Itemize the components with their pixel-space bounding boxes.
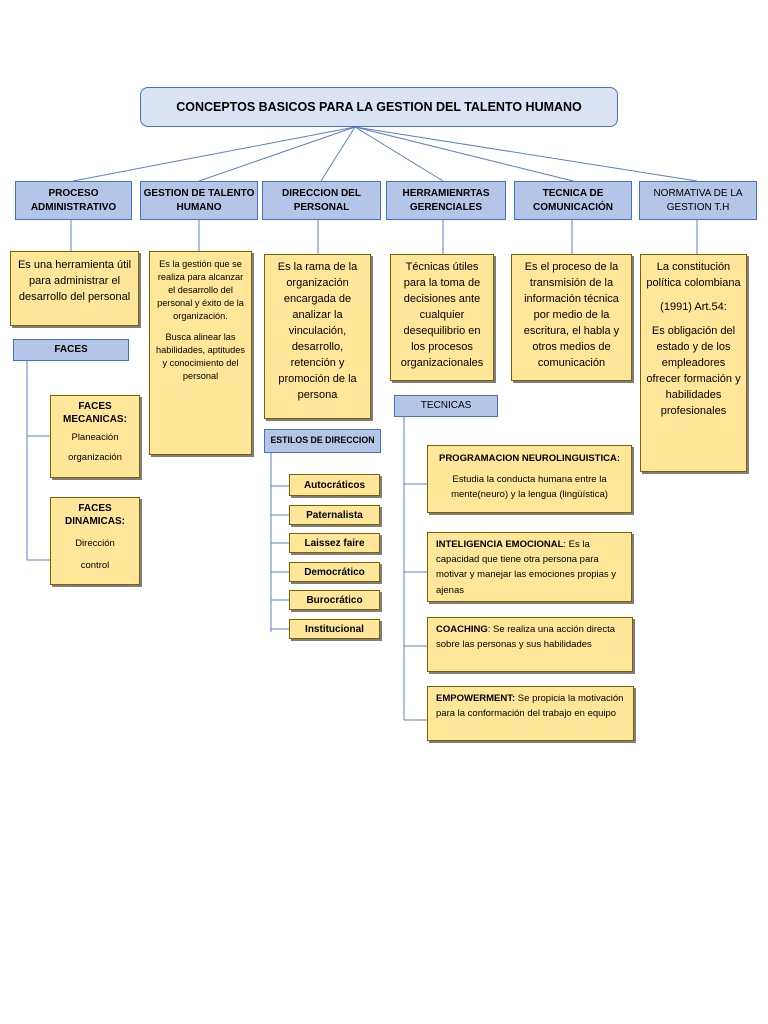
definition-normativa: La constitución política colombiana (199… — [640, 254, 747, 472]
tecnica-empowerment: EMPOWERMENT: Se propicia la motivación p… — [427, 686, 634, 741]
faces-dinamicas-title: FACES DINAMICAS: — [65, 503, 125, 527]
tecnica-inteligencia-emocional: INTELIGENCIA EMOCIONAL: Es la capacidad … — [427, 532, 632, 602]
faces-mecanicas-item: Planeación — [71, 432, 119, 443]
definition-direccion: Es la rama de la organización encargada … — [264, 254, 371, 419]
tecnica-desc: Se propicia la motivación para la confor… — [436, 693, 624, 720]
header-gestion-talento-humano: GESTION DE TALENTO HUMANO — [140, 181, 258, 220]
estilos-label: ESTILOS DE DIRECCION — [264, 429, 381, 453]
normativa-p3: Es obligación del estado y de los emplea… — [646, 324, 741, 417]
faces-mecanicas-item: organización — [68, 452, 122, 464]
tecnica-desc: Estudia la conducta humana entre la ment… — [451, 474, 608, 501]
estilo-item: Paternalista — [289, 505, 380, 525]
estilo-item: Autocráticos — [289, 474, 380, 496]
definition-gestion: Es la gestión que se realiza para alcanz… — [149, 251, 252, 455]
faces-dinamicas-box: FACES DINAMICAS: Dirección control — [50, 497, 140, 585]
definition-tecnica: Es el proceso de la transmisión de la in… — [511, 254, 632, 381]
definition-herramientas: Técnicas útiles para la toma de decision… — [390, 254, 494, 381]
definition-gestion-p1: Es la gestión que se realiza para alcanz… — [157, 259, 244, 321]
header-tecnica-comunicacion: TECNICA DE COMUNICACIÓN — [514, 181, 632, 220]
faces-mecanicas-title: FACES MECANICAS: — [63, 401, 127, 425]
tecnica-desc: : Es la capacidad que tiene otra persona… — [436, 539, 617, 596]
estilo-item: Democrático — [289, 562, 380, 582]
tecnicas-label: TECNICAS — [394, 395, 498, 417]
tecnica-desc: : Se realiza una acción directa sobre la… — [436, 624, 616, 651]
faces-label: FACES — [13, 339, 129, 361]
definition-proceso: Es una herramienta útil para administrar… — [10, 251, 139, 326]
faces-dinamicas-item: Dirección — [75, 538, 115, 549]
diagram-title: CONCEPTOS BASICOS PARA LA GESTION DEL TA… — [140, 87, 618, 127]
header-proceso-administrativo: PROCESO ADMINISTRATIVO — [15, 181, 132, 220]
header-herramientas-gerenciales: HERRAMIENRTAS GERENCIALES — [386, 181, 506, 220]
tecnica-name: COACHING — [436, 624, 488, 635]
tecnica-coaching: COACHING: Se realiza una acción directa … — [427, 617, 633, 672]
normativa-p2: (1991) Art.54: — [660, 300, 727, 313]
definition-gestion-p2: Busca alinear las habilidades, aptitudes… — [156, 332, 245, 381]
faces-mecanicas-box: FACES MECANICAS: Planeación organización — [50, 395, 140, 478]
tecnica-pnl: PROGRAMACION NEUROLINGUISTICA: Estudia l… — [427, 445, 632, 513]
estilo-item: Institucional — [289, 619, 380, 639]
header-normativa: NORMATIVA DE LA GESTION T.H — [639, 181, 757, 220]
header-direccion-personal: DIRECCION DEL PERSONAL — [262, 181, 381, 220]
estilo-item: Laissez faire — [289, 533, 380, 553]
tecnica-name: EMPOWERMENT: — [436, 693, 516, 704]
normativa-p1: La constitución política colombiana — [646, 261, 741, 289]
estilo-item: Burocrático — [289, 590, 380, 610]
faces-dinamicas-item: control — [80, 560, 110, 572]
tecnica-name: INTELIGENCIA EMOCIONAL — [436, 539, 564, 550]
tecnica-name: PROGRAMACION NEUROLINGUISTICA: — [438, 453, 621, 464]
